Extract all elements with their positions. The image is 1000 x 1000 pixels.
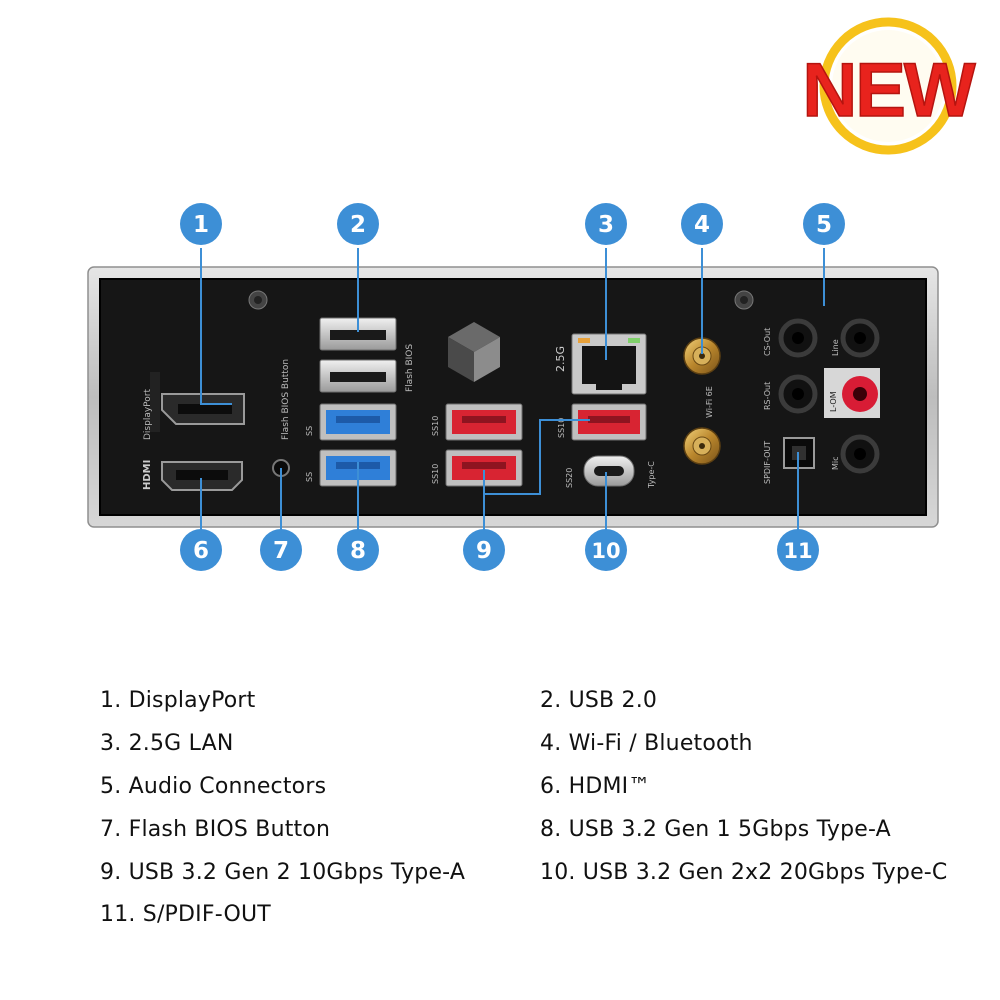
svg-text:SS: SS xyxy=(305,426,314,436)
legend-item-1: 1. DisplayPort xyxy=(100,688,256,713)
legend-item-7: 7. Flash BIOS Button xyxy=(100,817,331,842)
hdmi-port: HDMI xyxy=(142,460,243,491)
legend-item-2: 2. USB 2.0 xyxy=(540,688,658,713)
legend-item-5: 5. Audio Connectors xyxy=(100,774,327,799)
usb-2-ports: Flash BIOS xyxy=(319,317,415,393)
svg-text:10: 10 xyxy=(591,539,620,563)
svg-text:4: 4 xyxy=(694,212,710,238)
lan-port: 2.5G xyxy=(554,333,647,395)
io-panel-diagram: NEW DisplayPort HDMI Flash BIOS Button xyxy=(87,17,979,571)
legend-item-10: 10. USB 3.2 Gen 2x2 20Gbps Type-C xyxy=(540,860,948,885)
svg-text:CS-Out: CS-Out xyxy=(763,328,772,356)
svg-text:SS10: SS10 xyxy=(431,464,440,484)
svg-text:9: 9 xyxy=(476,538,492,564)
svg-text:Mic: Mic xyxy=(831,456,840,470)
callout-10: 10 xyxy=(585,529,627,571)
svg-text:6: 6 xyxy=(193,538,209,564)
callout-8: 8 xyxy=(337,529,379,571)
wifi-antenna-connectors: Wi-Fi 6E xyxy=(683,337,721,465)
brand-logo-icon xyxy=(448,322,500,382)
svg-text:Line: Line xyxy=(831,339,840,356)
callout-leader-lines xyxy=(200,248,825,530)
svg-text:7: 7 xyxy=(273,538,289,564)
svg-text:Type-C: Type-C xyxy=(647,461,656,489)
new-badge-text: NEW xyxy=(802,48,976,133)
legend-item-4: 4. Wi-Fi / Bluetooth xyxy=(540,731,753,756)
legend-item-11: 11. S/PDIF-OUT xyxy=(100,902,271,927)
svg-text:1: 1 xyxy=(193,212,209,238)
svg-text:Flash BIOS Button: Flash BIOS Button xyxy=(281,359,291,440)
svg-text:SPDIF-OUT: SPDIF-OUT xyxy=(763,441,772,484)
usb-c-port: SS20 Type-C xyxy=(565,455,656,489)
svg-text:11: 11 xyxy=(783,539,812,563)
callout-6: 6 xyxy=(180,529,222,571)
callout-7: 7 xyxy=(260,529,302,571)
svg-text:2.5G: 2.5G xyxy=(554,346,567,372)
svg-text:5: 5 xyxy=(816,212,832,238)
svg-text:2: 2 xyxy=(350,212,366,238)
displayport-port: DisplayPort xyxy=(143,372,245,440)
svg-text:L-OM: L-OM xyxy=(829,391,838,412)
legend-item-3: 3. 2.5G LAN xyxy=(100,731,234,756)
svg-text:3: 3 xyxy=(598,212,614,238)
svg-text:Wi-Fi 6E: Wi-Fi 6E xyxy=(705,386,714,418)
callout-2: 2 xyxy=(337,203,379,245)
callout-9: 9 xyxy=(463,529,505,571)
port-legend: 1. DisplayPort 2. USB 2.0 3. 2.5G LAN 4.… xyxy=(0,680,1000,940)
legend-item-9: 9. USB 3.2 Gen 2 10Gbps Type-A xyxy=(100,860,466,885)
usb-10g-port-right: SS10 xyxy=(557,403,647,441)
svg-text:8: 8 xyxy=(350,538,366,564)
callout-4: 4 xyxy=(681,203,723,245)
new-badge: NEW xyxy=(802,17,979,155)
callout-1: 1 xyxy=(180,203,222,245)
svg-text:Flash BIOS: Flash BIOS xyxy=(405,344,415,392)
usb-5g-ports: SS SS xyxy=(305,403,397,487)
callout-5: 5 xyxy=(803,203,845,245)
callout-11: 11 xyxy=(777,529,819,571)
legend-item-8: 8. USB 3.2 Gen 1 5Gbps Type-A xyxy=(540,817,891,842)
svg-text:RS-Out: RS-Out xyxy=(763,382,772,410)
svg-text:SS: SS xyxy=(305,472,314,482)
svg-text:SS10: SS10 xyxy=(557,418,566,438)
legend-item-6: 6. HDMI™ xyxy=(540,774,651,799)
svg-text:SS10: SS10 xyxy=(431,416,440,436)
svg-text:SS20: SS20 xyxy=(565,468,574,488)
usb-10g-ports: SS10 SS10 xyxy=(431,403,523,487)
svg-text:DisplayPort: DisplayPort xyxy=(143,389,153,440)
svg-text:HDMI: HDMI xyxy=(142,460,153,490)
callout-3: 3 xyxy=(585,203,627,245)
new-badge-ring xyxy=(819,17,957,155)
